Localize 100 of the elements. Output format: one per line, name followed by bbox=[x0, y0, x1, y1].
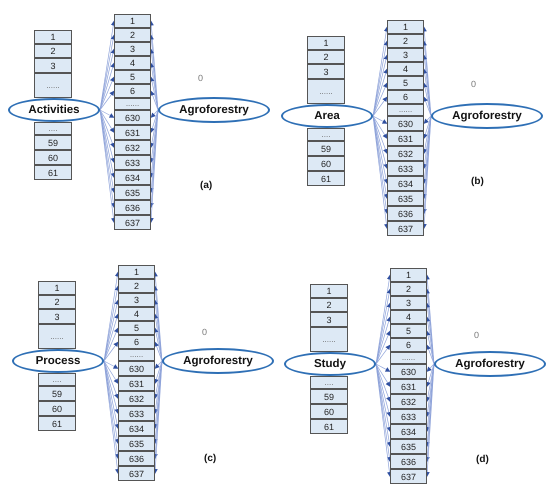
index-cell: 631 bbox=[118, 376, 155, 391]
index-cell: 1 bbox=[307, 36, 345, 50]
arrow bbox=[100, 110, 114, 118]
index-cell: 5 bbox=[118, 321, 155, 335]
index-cell: 3 bbox=[387, 48, 424, 62]
term-ellipse: Study bbox=[284, 352, 376, 376]
ellipsis-cell: .... bbox=[310, 376, 348, 389]
index-cell: 630 bbox=[387, 116, 424, 131]
ellipsis-cell: .... bbox=[34, 122, 72, 135]
number-label: 0 bbox=[474, 330, 480, 340]
index-cell: 631 bbox=[390, 379, 427, 394]
arrow bbox=[376, 364, 390, 372]
index-cell: 635 bbox=[118, 436, 155, 451]
index-cell: 60 bbox=[34, 150, 72, 165]
arrow bbox=[104, 342, 118, 362]
index-cell: 634 bbox=[114, 170, 151, 185]
index-cell: 633 bbox=[387, 161, 424, 176]
index-cell: 633 bbox=[390, 409, 427, 424]
ellipsis-cell: ...... bbox=[38, 324, 76, 349]
index-cell: 3 bbox=[307, 64, 345, 79]
arrow bbox=[100, 110, 114, 133]
index-cell: 630 bbox=[118, 361, 155, 376]
index-cell: 3 bbox=[114, 42, 151, 56]
arrow bbox=[426, 364, 434, 387]
arrow bbox=[426, 364, 434, 372]
index-cell: 632 bbox=[118, 391, 155, 406]
index-cell: 635 bbox=[387, 191, 424, 206]
index-cell: 6 bbox=[390, 338, 427, 352]
term-ellipse: Agroforestry bbox=[431, 103, 543, 129]
index-cell: 1 bbox=[390, 268, 427, 282]
index-cell: 637 bbox=[118, 466, 155, 481]
arrow bbox=[154, 342, 162, 362]
index-cell: 3 bbox=[390, 296, 427, 310]
arrow bbox=[422, 116, 432, 154]
arrow bbox=[150, 110, 158, 118]
arrow bbox=[104, 360, 118, 384]
index-cell: 1 bbox=[38, 281, 76, 295]
index-cell: 632 bbox=[114, 140, 151, 155]
arrow bbox=[422, 82, 432, 116]
ellipsis-cell: ...... bbox=[390, 352, 427, 364]
arrow bbox=[104, 328, 119, 362]
index-cell: 59 bbox=[34, 135, 72, 150]
number-label: 0 bbox=[471, 79, 476, 89]
index-cell: 3 bbox=[34, 58, 72, 73]
ellipsis-cell: ...... bbox=[34, 73, 72, 98]
ellipsis-cell: ...... bbox=[114, 98, 151, 110]
index-cell: 5 bbox=[390, 324, 427, 338]
index-cell: 3 bbox=[118, 293, 155, 307]
arrow bbox=[372, 116, 388, 154]
arrow bbox=[424, 116, 432, 124]
arrow bbox=[154, 360, 162, 369]
index-cell: 2 bbox=[390, 282, 427, 296]
panel-label: (a) bbox=[200, 180, 212, 191]
arrow bbox=[422, 116, 432, 139]
ellipsis-cell: ...... bbox=[310, 327, 348, 352]
index-cell: 2 bbox=[114, 28, 151, 42]
arrow bbox=[104, 360, 119, 399]
index-cell: 2 bbox=[387, 34, 424, 48]
index-cell: 1 bbox=[114, 14, 151, 28]
panel-label: (b) bbox=[471, 176, 484, 187]
index-cell: 2 bbox=[307, 50, 345, 64]
index-cell: 60 bbox=[310, 404, 348, 419]
index-cell: 632 bbox=[387, 146, 424, 161]
ellipsis-cell: ...... bbox=[387, 104, 424, 116]
arrow bbox=[150, 90, 158, 110]
arrow bbox=[426, 344, 434, 364]
term-ellipse: Process bbox=[12, 349, 104, 373]
panel-label: (c) bbox=[204, 453, 216, 464]
index-cell: 61 bbox=[310, 419, 348, 434]
number-label: 0 bbox=[198, 73, 204, 83]
index-cell: 5 bbox=[387, 76, 424, 90]
arrow bbox=[426, 330, 434, 364]
index-cell: 636 bbox=[114, 200, 151, 215]
arrow bbox=[372, 96, 388, 116]
index-cell: 636 bbox=[387, 206, 424, 221]
index-cell: 637 bbox=[390, 469, 427, 484]
index-cell: 2 bbox=[34, 44, 72, 58]
ellipsis-cell: .... bbox=[307, 128, 345, 141]
index-cell: 635 bbox=[114, 185, 151, 200]
arrow bbox=[149, 110, 158, 148]
panel-label: (d) bbox=[476, 454, 489, 465]
index-cell: 633 bbox=[118, 406, 155, 421]
index-cell: 5 bbox=[114, 70, 151, 84]
index-cell: 630 bbox=[114, 110, 151, 125]
term-ellipse: Agroforestry bbox=[162, 348, 274, 374]
index-cell: 2 bbox=[38, 295, 76, 309]
index-cell: 1 bbox=[387, 20, 424, 34]
arrow bbox=[104, 360, 118, 369]
index-cell: 6 bbox=[118, 335, 155, 349]
arrow bbox=[153, 360, 162, 399]
index-cell: 636 bbox=[118, 451, 155, 466]
term-ellipse: Agroforestry bbox=[158, 97, 270, 123]
arrow bbox=[376, 364, 390, 387]
index-cell: 633 bbox=[114, 155, 151, 170]
index-cell: 2 bbox=[310, 298, 348, 312]
index-cell: 1 bbox=[118, 265, 155, 279]
arrow bbox=[376, 330, 391, 364]
index-cell: 6 bbox=[387, 90, 424, 104]
index-cell: 635 bbox=[390, 439, 427, 454]
index-cell: 59 bbox=[38, 386, 76, 401]
